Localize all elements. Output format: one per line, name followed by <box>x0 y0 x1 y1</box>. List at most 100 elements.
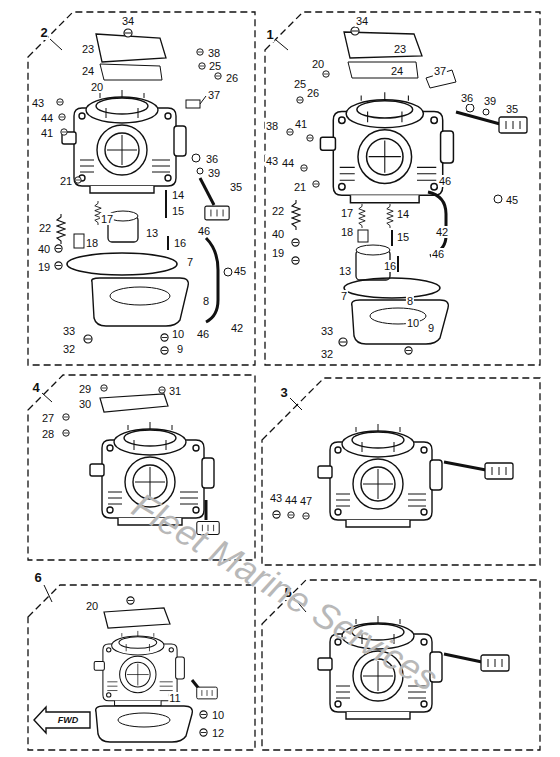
panel-1-parts <box>391 230 393 246</box>
callout-number: 39 <box>483 95 497 107</box>
callout-number: 16 <box>173 237 187 249</box>
callout-number: 46 <box>196 328 210 340</box>
label-holder: 41 <box>40 123 54 141</box>
label-holder: 17 <box>100 209 114 227</box>
label-holder: 36 <box>460 88 474 106</box>
arrow-label: FWD <box>58 715 79 725</box>
callout-number: 40 <box>37 243 51 255</box>
label-holder: 10 <box>406 313 420 331</box>
panel-2-parts <box>75 177 81 183</box>
label-holder: 41 <box>294 114 308 132</box>
label-holder: 23 <box>393 39 407 57</box>
panel-1-parts <box>483 109 489 115</box>
panel-1-parts <box>313 181 319 187</box>
label-holder: 20 <box>85 596 99 614</box>
panel-2-parts <box>165 190 167 218</box>
callout-number: 31 <box>168 385 182 397</box>
label-holder: 35 <box>505 99 519 117</box>
panel-2-parts <box>206 238 218 322</box>
panel-6-parts <box>127 597 134 604</box>
callout-number: 30 <box>78 398 92 410</box>
callout-number: 9 <box>176 343 184 355</box>
panel-2-parts <box>108 211 138 221</box>
dashed-border <box>262 378 540 565</box>
label-holder: 37 <box>207 85 221 103</box>
panel-frame: 2 <box>28 12 255 365</box>
label-holder: 45 <box>233 261 247 279</box>
panel-number-holder: 1 <box>265 25 274 43</box>
callout-number: 46 <box>431 248 445 260</box>
panel-1-parts <box>292 239 299 246</box>
label-holder: 38 <box>265 116 279 134</box>
panel-2-parts <box>199 63 205 69</box>
panel-4-parts <box>205 500 208 520</box>
callout-number: 18 <box>340 226 354 238</box>
label-holder: 46 <box>197 221 211 239</box>
label-holder: 18 <box>85 233 99 251</box>
label-holder: 40 <box>37 239 51 257</box>
callout-number: 33 <box>320 325 334 337</box>
panel-1-parts <box>323 71 329 77</box>
panel-3-parts <box>273 424 513 527</box>
panel-2-parts <box>55 29 232 354</box>
panel-outline <box>28 375 255 560</box>
label-holder: 47 <box>299 491 313 509</box>
panel-6-parts <box>96 706 193 742</box>
label-holder: 20 <box>90 77 104 95</box>
panel-number: 2 <box>39 25 48 40</box>
label-holder: 46 <box>196 324 210 342</box>
panel-1-parts <box>301 165 307 171</box>
label-holder: 9 <box>427 318 435 336</box>
panel-1-parts <box>348 62 418 78</box>
panel-number-holder: 4 <box>31 378 40 396</box>
callout-number: 32 <box>320 348 334 360</box>
callout-number: 44 <box>281 157 295 169</box>
panel-1-parts <box>320 92 453 202</box>
callout-number: 23 <box>81 43 95 55</box>
label-holder: 32 <box>320 344 334 362</box>
callout-number: 26 <box>225 72 239 84</box>
label-holder: 10 <box>171 324 185 342</box>
panel-frame: 4 <box>28 375 255 560</box>
panel-number: 5 <box>283 585 292 600</box>
panel-2-parts <box>167 236 169 250</box>
label-holder: 34 <box>121 11 135 29</box>
label-holder: 46 <box>431 244 445 262</box>
panel-2-parts <box>197 168 203 174</box>
label-holder: 42 <box>435 222 449 240</box>
callout-number: 8 <box>202 295 210 307</box>
panel-2-parts <box>192 154 200 162</box>
panel-2-parts <box>55 262 62 269</box>
callout-number: 35 <box>229 181 243 193</box>
panel-number-holder: 6 <box>33 568 42 586</box>
dashed-border <box>28 585 255 750</box>
panel-leaders <box>50 39 62 50</box>
label-holder: 18 <box>340 222 354 240</box>
panel-3-parts <box>444 462 486 470</box>
panel-4-parts <box>100 394 168 412</box>
panel-4-parts <box>159 387 165 393</box>
label-holder: 15 <box>171 201 185 219</box>
label-holder: 37 <box>433 61 447 79</box>
callout-number: 7 <box>340 290 348 302</box>
callout-number: 42 <box>230 322 244 334</box>
panel-outline <box>262 378 540 565</box>
dashed-border <box>28 375 255 560</box>
label-holder: 8 <box>406 291 414 309</box>
forward-arrow: FWD <box>34 707 90 733</box>
callout-number: 24 <box>81 65 95 77</box>
panel-4-parts <box>197 522 219 535</box>
panel-2-parts <box>200 178 214 205</box>
panel-outline <box>265 12 540 365</box>
callout-number: 15 <box>396 231 410 243</box>
callout-number: 42 <box>435 226 449 238</box>
callout-number: 40 <box>271 228 285 240</box>
panel-1-parts <box>356 245 390 255</box>
callout-number: 41 <box>294 118 308 130</box>
callout-number: 10 <box>406 317 420 329</box>
callout-number: 45 <box>233 265 247 277</box>
label-holder: 13 <box>338 261 352 279</box>
panel-2-parts <box>67 253 177 275</box>
label-holder: 24 <box>81 61 95 79</box>
